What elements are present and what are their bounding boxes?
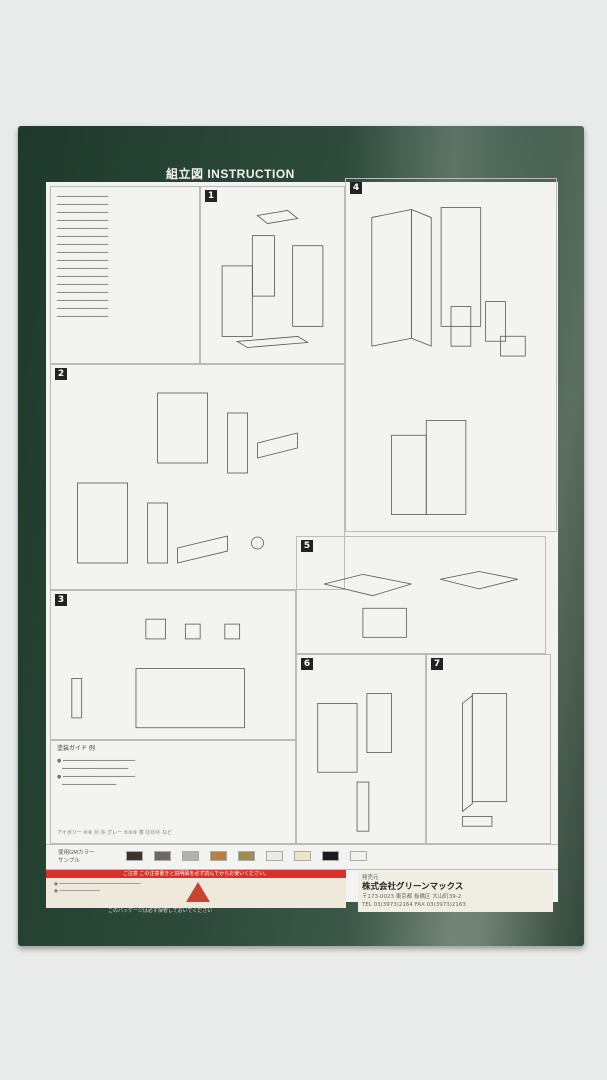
step-number: 6	[301, 658, 313, 670]
step-3-panel: 3	[50, 590, 296, 740]
painting-guide-text: ● ━━━━━━━━━━━━━━━━━━━━━━━━ ━━━━━━━━━━━━━…	[57, 758, 136, 788]
warning-triangle-icon	[186, 882, 210, 902]
step-number: 2	[55, 368, 67, 380]
publisher-box: 発売元 株式会社グリーンマックス 〒173-0023 東京都 板橋区 大山町39…	[358, 872, 553, 912]
step-number: 1	[205, 190, 217, 202]
kit-box: 組立図 INSTRUCTION ━━━━━━━━━━━━━━━━━━━━━━━━…	[18, 126, 584, 946]
warning-text: ● ━━━━━━━━━━━━━━━━━━━━━━━━━━━━━━● ━━━━━━…	[54, 882, 141, 894]
color-swatch	[210, 851, 227, 861]
color-swatch	[238, 851, 255, 861]
color-sample-strip: 使用GMカラーサンプル	[46, 844, 558, 870]
warning-header: ご注意 この注意書きと説明図を必ず読んでからお使いください。	[46, 870, 346, 878]
notes-text: ━━━━━━━━━━━━━━━━━━━━━━━━━━━━━━━━━━━━━━━━…	[57, 194, 109, 320]
step-number: 5	[301, 540, 313, 552]
step-1-drawing	[207, 205, 338, 357]
color-sample-label: 使用GMカラーサンプル	[58, 850, 95, 864]
color-swatch	[350, 851, 367, 861]
step-number: 4	[350, 182, 362, 194]
step-4-drawing	[352, 197, 550, 525]
step-4-panel: 4	[345, 178, 557, 532]
step-1-panel: 1	[200, 186, 345, 364]
step-2-drawing	[57, 383, 338, 583]
publisher-tel: TEL 03(3973)2164 FAX 03(3973)2163	[362, 902, 466, 908]
step-number: 3	[55, 594, 67, 606]
publisher-label: 発売元	[362, 875, 379, 881]
instruction-sheet: ━━━━━━━━━━━━━━━━━━━━━━━━━━━━━━━━━━━━━━━━…	[46, 178, 558, 912]
step-6-drawing	[303, 673, 419, 837]
instruction-title: 組立図 INSTRUCTION	[166, 167, 295, 181]
color-swatch	[266, 851, 283, 861]
color-swatch	[154, 851, 171, 861]
step-5-drawing	[303, 555, 539, 647]
step-5-panel: 5	[296, 536, 546, 654]
painting-guide-colors: アイボリー ⑥⑧ ⑭ ⑯ グレー ⑤⑨⑩ 茶 ⑫⑬⑭ など	[57, 830, 172, 836]
painting-guide-panel: 塗装ガイド 例 ● ━━━━━━━━━━━━━━━━━━━━━━━━ ━━━━━…	[50, 740, 296, 844]
step-3-drawing	[57, 609, 289, 733]
step-number: 7	[431, 658, 443, 670]
step-7-panel: 7	[426, 654, 551, 844]
color-swatch	[182, 851, 199, 861]
notes-panel: ━━━━━━━━━━━━━━━━━━━━━━━━━━━━━━━━━━━━━━━━…	[50, 186, 200, 364]
publisher-address: 〒173-0023 東京都 板橋区 大山町39-2	[362, 894, 462, 900]
color-swatch	[126, 851, 143, 861]
step-6-panel: 6	[296, 654, 426, 844]
painting-guide-heading: 塗装ガイド 例	[57, 745, 95, 752]
step-7-drawing	[433, 673, 544, 837]
warning-box: ご注意 この注意書きと説明図を必ず読んでからお使いください。 ● ━━━━━━━…	[46, 870, 346, 908]
publisher-company: 株式会社グリーンマックス	[362, 882, 464, 892]
step-2-panel: 2	[50, 364, 345, 590]
keep-package-note: このパッケージは必ず保管しておいてください	[108, 908, 213, 914]
color-swatch	[294, 851, 311, 861]
color-swatch	[322, 851, 339, 861]
